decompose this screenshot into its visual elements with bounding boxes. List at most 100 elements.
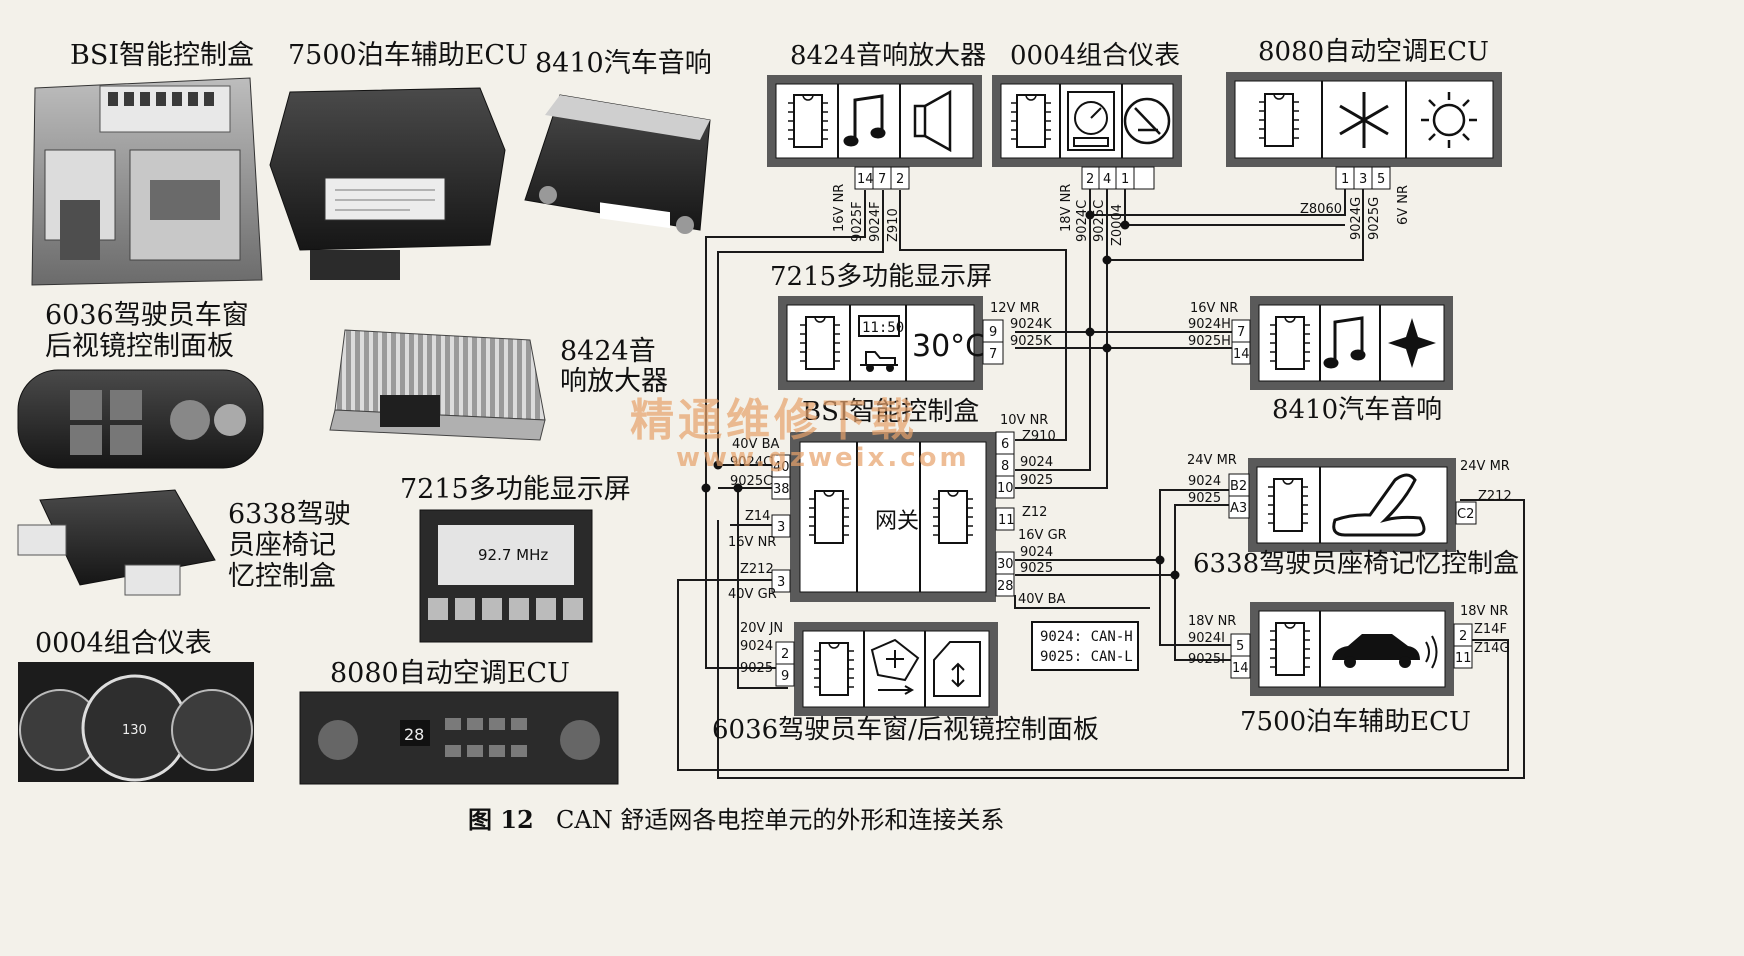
module-amplifier: 8424音响放大器 14 7 2 16V NR 9025F 9024F Z910 (767, 41, 986, 242)
chip-icon (787, 94, 829, 148)
photo-caption-window-1: 6036驾驶员车窗 (45, 300, 249, 331)
chip-icon (1010, 94, 1052, 148)
wire-label: 9025C (730, 474, 772, 489)
wire-label: 16V NR (832, 184, 847, 232)
chip-icon (1258, 93, 1300, 147)
wire-label: 9024G (1349, 197, 1364, 240)
module-title-seat: 6338驾驶员座椅记忆控制盒 (1193, 549, 1519, 579)
pin: 3 (777, 575, 785, 590)
pin: 4 (1103, 172, 1111, 187)
module-title-audio: 8410汽车音响 (1272, 395, 1442, 425)
chip-icon (1269, 316, 1311, 370)
pin: 11 (1455, 651, 1472, 666)
photo-seat-module: 6338驾驶 员座椅记 忆控制盒 (17, 489, 351, 596)
chip-icon (808, 490, 850, 544)
pin: 38 (773, 482, 790, 497)
chip-icon (1269, 622, 1311, 676)
wire-label: 9025I (1188, 652, 1225, 667)
pin: 11 (998, 513, 1015, 528)
wire-label: 40V BA (732, 437, 779, 452)
wire-label: Z212 (740, 562, 774, 577)
wire-label: 9024H (1188, 317, 1231, 332)
pin: A3 (1230, 501, 1247, 516)
pin: 28 (997, 579, 1014, 594)
wire-label: Z212 (1478, 489, 1512, 504)
wire-label: 9025G (1367, 197, 1382, 240)
pin: 7 (878, 172, 886, 187)
legend: 9024: CAN-H 9025: CAN-L (1031, 621, 1139, 671)
module-title-window: 6036驾驶员车窗/后视镜控制面板 (712, 715, 1099, 745)
pin: 3 (777, 520, 785, 535)
wire-label: 9025C (1092, 200, 1107, 242)
photo-caption-amp-1: 8424音 (560, 336, 656, 367)
pin: 5 (1377, 172, 1385, 187)
snowflake-icon (1339, 92, 1389, 148)
compass-star-icon (1388, 318, 1436, 368)
wire-label: 16V GR (1018, 528, 1067, 543)
cluster-speed: 130 (122, 723, 147, 738)
music-note-icon (843, 94, 886, 147)
photo-cluster: 0004组合仪表 130 (18, 628, 254, 782)
legend-can-h: 9024: CAN-H (1040, 629, 1133, 645)
photo-display: 7215多功能显示屏 92.7 MHz (400, 474, 631, 643)
legend-can-l: 9025: CAN-L (1040, 649, 1133, 665)
seatbelt-icon (1123, 97, 1171, 145)
module-park: 5 14 2 11 18V NR 9024I 9025I 18V NR Z14F… (1188, 602, 1510, 737)
seat-pins: B2 A3 C2 (1228, 473, 1477, 525)
wire-label: 10V NR (1000, 413, 1048, 428)
wire-label: 40V GR (728, 587, 777, 602)
wire-label: 9025 (1020, 561, 1053, 576)
module-audio: 7 14 16V NR 9024H 9025H 8410汽车音响 (1188, 296, 1453, 425)
pin: 14 (1233, 347, 1250, 362)
pin: C2 (1457, 507, 1474, 522)
wire-label: 24V MR (1460, 459, 1510, 474)
photo-caption-cluster: 0004组合仪表 (35, 628, 212, 659)
ac-temp-readout: 28 (404, 725, 424, 744)
wire-label: 16V NR (728, 535, 776, 550)
sun-icon (1421, 92, 1477, 148)
photo-caption-display: 7215多功能显示屏 (400, 474, 631, 505)
photo-ac: 8080自动空调ECU 28 (299, 658, 619, 785)
wire-label: Z0004 (1110, 204, 1125, 246)
wire-label: 9024C (730, 455, 772, 470)
photo-audio: 8410汽车音响 (524, 48, 712, 234)
wire-label: Z910 (886, 208, 901, 242)
module-title-cluster: 0004组合仪表 (1010, 41, 1180, 71)
wire-label: 6V NR (1396, 185, 1411, 225)
gateway-label: 网关 (875, 509, 919, 534)
photo-caption-window-2: 后视镜控制面板 (45, 331, 234, 362)
bsi-left-pins: 40 38 3 3 (771, 454, 791, 593)
wire-label: 9024 (1188, 474, 1221, 489)
wire-label: 9025H (1188, 334, 1231, 349)
gauge-icon (1067, 91, 1115, 151)
wire-label: Z14 (745, 509, 770, 524)
photo-park-ecu: 7500泊车辅助ECU (269, 40, 528, 280)
wire-label: 18V NR (1460, 604, 1508, 619)
wire-label: 18V NR (1188, 614, 1236, 629)
wire-label: Z12 (1022, 505, 1047, 520)
pin: 2 (1086, 172, 1094, 187)
pin: 14 (1232, 661, 1249, 676)
pin: 9 (781, 669, 789, 684)
wire-label: 9024 (1020, 455, 1053, 470)
wire-label: 40V BA (1018, 592, 1065, 607)
pin: 5 (1236, 639, 1244, 654)
junctions (701, 210, 1180, 580)
pin: 6 (1001, 437, 1009, 452)
pin: 1 (1121, 172, 1129, 187)
wire-label: Z8060 (1300, 202, 1342, 217)
speaker-icon (913, 89, 952, 153)
module-title-display: 7215多功能显示屏 (770, 262, 992, 292)
pin: 3 (1359, 172, 1367, 187)
pin: 30 (997, 557, 1014, 572)
pin: 8 (1001, 459, 1009, 474)
wire-label: Z14F (1474, 622, 1507, 637)
module-ac: 8080自动空调ECU 1 3 5 Z8060 9024G 9025G 6V N… (1226, 37, 1502, 240)
pin: 10 (997, 481, 1014, 496)
pin: 14 (857, 172, 874, 187)
display-frequency: 92.7 MHz (478, 546, 548, 564)
wire-label: 9025 (1020, 473, 1053, 488)
photo-caption-park: 7500泊车辅助ECU (288, 40, 528, 71)
wire-label: Z910 (1022, 429, 1056, 444)
